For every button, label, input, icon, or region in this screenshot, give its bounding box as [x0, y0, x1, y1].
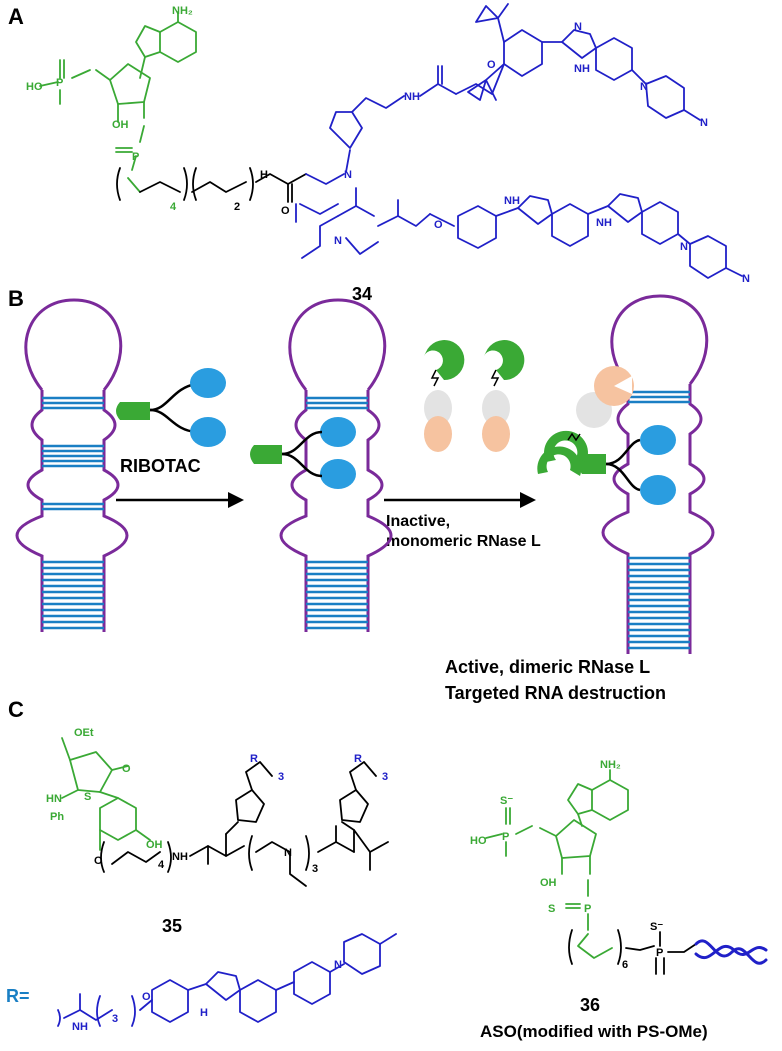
atom-o: O — [434, 219, 443, 231]
compound-34-structure: NH₂ OH HO P P 4 2 H O N NH O N NH N N N … — [26, 3, 750, 285]
arrow-2 — [384, 492, 536, 508]
aso-helix — [694, 939, 768, 965]
atom-o: O — [142, 991, 151, 1003]
atom-sub3: 3 — [312, 863, 318, 875]
atom-n: N — [640, 81, 648, 93]
compound-36-nucleotide — [485, 769, 697, 975]
panel-c-green-atoms: OEt O HN Ph S OH NH₂ OH S⁻ HO P S P — [46, 727, 621, 915]
compound-35-linker — [100, 761, 389, 887]
atom-hn: HN — [46, 793, 62, 805]
rna-hairpin-2 — [250, 298, 393, 632]
panel-label-c: C — [8, 697, 24, 722]
atom-h: H — [200, 1007, 208, 1019]
atom-n: N — [334, 959, 342, 971]
panel-c-blue-atoms: R 3 R 3 NH 3 O H N — [72, 753, 388, 1033]
atom-s: S — [548, 903, 555, 915]
atom-sub3: 3 — [278, 771, 284, 783]
inactive-rnase-label: Inactive, monomeric RNase L — [386, 512, 541, 552]
inactive-line-2: monomeric RNase L — [386, 533, 541, 550]
atom-ho: HO — [26, 81, 43, 93]
atom-h: H — [260, 169, 268, 181]
benzimidazole-fragment — [295, 3, 743, 279]
thiophene-fragment — [61, 737, 151, 851]
atom-nh: NH — [574, 63, 590, 75]
active-line-1: Active, dimeric RNase L — [445, 657, 651, 677]
atom-nh: NH — [172, 851, 188, 863]
r-group-label: R= — [6, 986, 30, 1006]
atom-s-minus: S⁻ — [500, 795, 513, 807]
atom-ho: HO — [470, 835, 487, 847]
panel-a-black-atoms: 2 H O — [234, 169, 290, 217]
atom-p: P — [132, 151, 139, 163]
panel-a-green-atoms: NH₂ OH HO P P 4 — [26, 5, 193, 213]
atom-oh: OH — [112, 119, 129, 131]
atom-r: R — [354, 753, 362, 765]
atom-o: O — [487, 59, 496, 71]
atom-o: O — [94, 855, 103, 867]
atom-nh: NH — [404, 91, 420, 103]
atom-oh: OH — [540, 877, 557, 889]
atom-ph: Ph — [50, 811, 64, 823]
atom-nh: NH — [72, 1021, 88, 1033]
atom-n: N — [700, 117, 708, 129]
r-group-structure — [57, 933, 397, 1027]
atom-oet: OEt — [74, 727, 94, 739]
atom-o: O — [122, 763, 131, 775]
atom-n: N — [284, 847, 292, 859]
atom-n: N — [742, 273, 750, 285]
atom-p: P — [656, 947, 663, 959]
atom-s: S — [84, 791, 91, 803]
rnase-l-dimer — [537, 366, 634, 476]
adenosine-fragment — [39, 11, 197, 193]
panel-label-a: A — [8, 4, 24, 29]
atom-nh: NH — [596, 217, 612, 229]
atom-sub3: 3 — [382, 771, 388, 783]
atom-n: N — [344, 169, 352, 181]
panel-a-blue-atoms: N NH O N NH N N N O NH NH N N — [334, 21, 750, 285]
compound-36-label: 36 — [580, 995, 601, 1015]
atom-p: P — [584, 903, 591, 915]
atom-p: P — [56, 77, 63, 89]
active-rnase-label: Active, dimeric RNase L Targeted RNA des… — [445, 654, 666, 706]
atom-oh: OH — [146, 839, 163, 851]
panel-c-black-atoms: O 4 NH 3 N S⁻ P 6 — [94, 847, 663, 971]
atom-sub4: 4 — [158, 859, 165, 871]
rna-hairpin-1 — [15, 298, 129, 632]
atom-nh2: NH₂ — [600, 759, 621, 771]
atom-nh: NH — [504, 195, 520, 207]
atom-n: N — [334, 235, 342, 247]
atom-nh2: NH₂ — [172, 5, 193, 17]
inactive-line-1: Inactive, — [386, 513, 451, 530]
atom-sub3: 3 — [112, 1013, 118, 1025]
atom-sub4: 4 — [170, 201, 177, 213]
aso-label: ASO(modified with PS-OMe) — [480, 1022, 708, 1041]
atom-p: P — [502, 831, 509, 843]
panel-b-schematic — [15, 294, 715, 654]
atom-n: N — [680, 241, 688, 253]
compound-35-label: 35 — [162, 916, 183, 936]
compound-34-label: 34 — [352, 284, 373, 304]
ribotac-label: RIBOTAC — [120, 456, 201, 476]
ribotac-molecule — [116, 368, 226, 447]
arrow-1 — [116, 492, 244, 508]
rnase-l-monomers — [424, 340, 525, 452]
atom-n: N — [574, 21, 582, 33]
atom-s-minus: S⁻ — [650, 921, 663, 933]
rna-hairpin-3 — [578, 294, 715, 654]
active-line-2: Targeted RNA destruction — [445, 683, 667, 703]
atom-sub2: 2 — [234, 201, 240, 213]
atom-o: O — [281, 205, 290, 217]
peg-linker — [116, 167, 307, 203]
panel-label-b: B — [8, 286, 24, 311]
atom-r: R — [250, 753, 258, 765]
atom-sub6: 6 — [622, 959, 628, 971]
